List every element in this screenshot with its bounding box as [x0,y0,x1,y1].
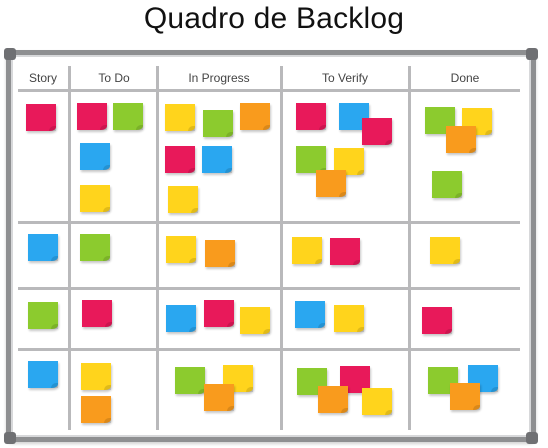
sticky-note-red[interactable] [165,146,195,173]
sticky-note-orange[interactable] [81,396,111,423]
sticky-note-yellow[interactable] [166,236,196,263]
sticky-note-yellow[interactable] [81,363,111,390]
sticky-note-orange[interactable] [318,386,348,413]
sticky-note-red[interactable] [204,300,234,327]
sticky-note-green[interactable] [203,110,233,137]
sticky-note-green[interactable] [80,234,110,261]
column-header-story: Story [28,71,57,85]
row-divider [18,348,520,351]
sticky-note-blue[interactable] [295,301,325,328]
board-corner [526,432,538,444]
sticky-note-yellow[interactable] [165,104,195,131]
column-header-in-progress: In Progress [188,71,250,85]
column-divider [280,66,283,430]
column-header-done: Done [450,71,480,85]
sticky-note-red[interactable] [82,300,112,327]
sticky-note-red[interactable] [422,307,452,334]
sticky-note-green[interactable] [432,171,462,198]
column-divider [408,66,411,430]
sticky-note-yellow[interactable] [80,185,110,212]
sticky-note-orange[interactable] [316,170,346,197]
sticky-note-yellow[interactable] [334,148,364,175]
column-divider [68,66,71,430]
sticky-note-green[interactable] [296,146,326,173]
board-title: Quadro de Backlog [143,2,405,35]
sticky-note-green[interactable] [175,367,205,394]
row-divider [18,89,520,92]
column-divider [156,66,159,430]
sticky-note-blue[interactable] [28,234,58,261]
sticky-note-yellow[interactable] [292,237,322,264]
sticky-note-blue[interactable] [202,146,232,173]
board-corner [4,48,16,60]
sticky-note-red[interactable] [362,118,392,145]
sticky-note-red[interactable] [26,104,56,131]
sticky-note-orange[interactable] [205,240,235,267]
sticky-note-yellow[interactable] [240,307,270,334]
sticky-note-yellow[interactable] [430,237,460,264]
sticky-note-orange[interactable] [204,384,234,411]
sticky-note-orange[interactable] [446,126,476,153]
sticky-note-yellow[interactable] [334,305,364,332]
sticky-note-orange[interactable] [450,383,480,410]
column-header-to-verify: To Verify [321,71,369,85]
sticky-note-blue[interactable] [80,143,110,170]
sticky-note-blue[interactable] [28,361,58,388]
sticky-note-yellow[interactable] [168,186,198,213]
row-divider [18,221,520,224]
board-corner [526,48,538,60]
column-header-todo: To Do [98,71,130,85]
sticky-note-red[interactable] [296,103,326,130]
sticky-note-yellow[interactable] [362,388,392,415]
sticky-note-green[interactable] [28,302,58,329]
sticky-note-green[interactable] [113,103,143,130]
sticky-note-blue[interactable] [166,305,196,332]
sticky-note-red[interactable] [330,238,360,265]
sticky-note-orange[interactable] [240,103,270,130]
board-corner [4,432,16,444]
sticky-note-red[interactable] [77,103,107,130]
row-divider [18,287,520,290]
